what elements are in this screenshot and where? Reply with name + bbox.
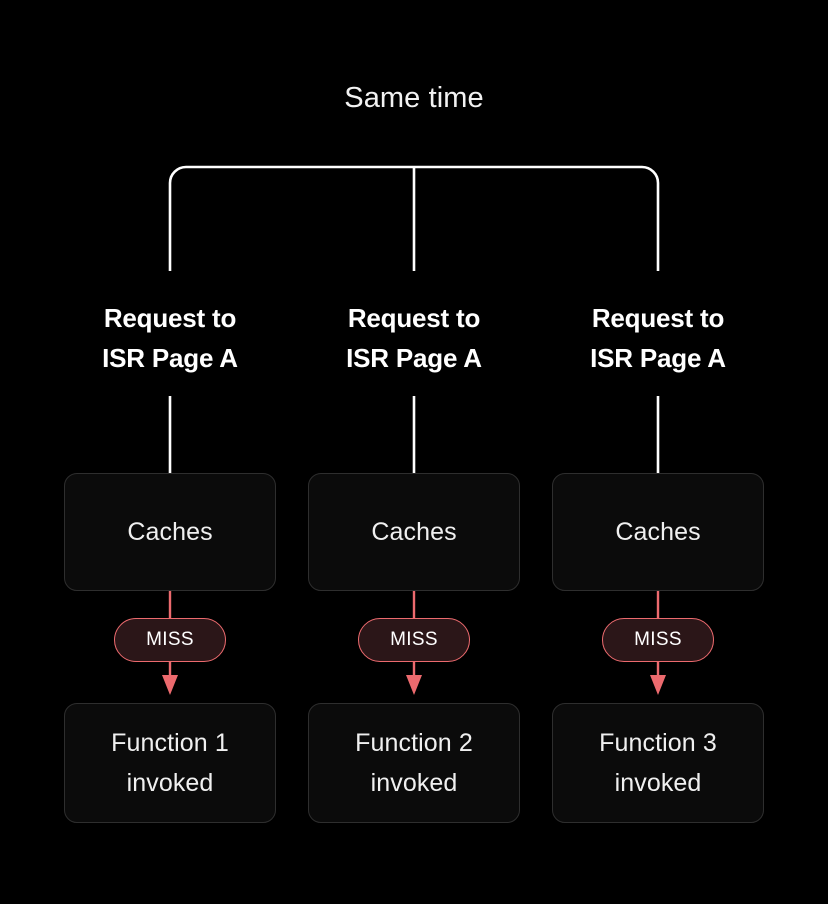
function-label-1-line1: Function 1 (111, 729, 229, 757)
function-box-2: Function 2 invoked (308, 703, 520, 823)
miss-badge-1: MISS (114, 618, 226, 662)
request-label-3-line2: ISR Page A (590, 343, 726, 373)
miss-badge-2: MISS (358, 618, 470, 662)
function-label-2-line2: invoked (370, 769, 458, 797)
cache-label-2: Caches (371, 517, 457, 546)
request-column-1: Request to ISR Page A Caches MISS Functi… (64, 0, 276, 904)
cache-box-1: Caches (64, 473, 276, 591)
request-label-3: Request to ISR Page A (552, 298, 764, 378)
request-label-3-line1: Request to (591, 303, 725, 333)
cache-label-1: Caches (127, 517, 213, 546)
function-box-3: Function 3 invoked (552, 703, 764, 823)
request-column-3: Request to ISR Page A Caches MISS Functi… (552, 0, 764, 904)
request-label-1-line1: Request to (103, 303, 237, 333)
miss-badge-label-3: MISS (634, 629, 682, 650)
cache-box-3: Caches (552, 473, 764, 591)
request-label-1-line2: ISR Page A (102, 343, 238, 373)
function-label-3-line2: invoked (614, 769, 702, 797)
diagram-title: Same time (344, 82, 484, 114)
miss-badge-label-1: MISS (146, 629, 194, 650)
cache-label-3: Caches (615, 517, 701, 546)
request-label-1: Request to ISR Page A (64, 298, 276, 378)
request-column-2: Request to ISR Page A Caches MISS Functi… (308, 0, 520, 904)
function-label-2-line1: Function 2 (355, 729, 473, 757)
miss-badge-label-2: MISS (390, 629, 438, 650)
function-label-3-line1: Function 3 (599, 729, 717, 757)
request-label-2-line1: Request to (347, 303, 481, 333)
miss-badge-3: MISS (602, 618, 714, 662)
cache-box-2: Caches (308, 473, 520, 591)
request-label-2: Request to ISR Page A (308, 298, 520, 378)
function-label-1-line2: invoked (126, 769, 214, 797)
request-label-2-line2: ISR Page A (346, 343, 482, 373)
function-box-1: Function 1 invoked (64, 703, 276, 823)
